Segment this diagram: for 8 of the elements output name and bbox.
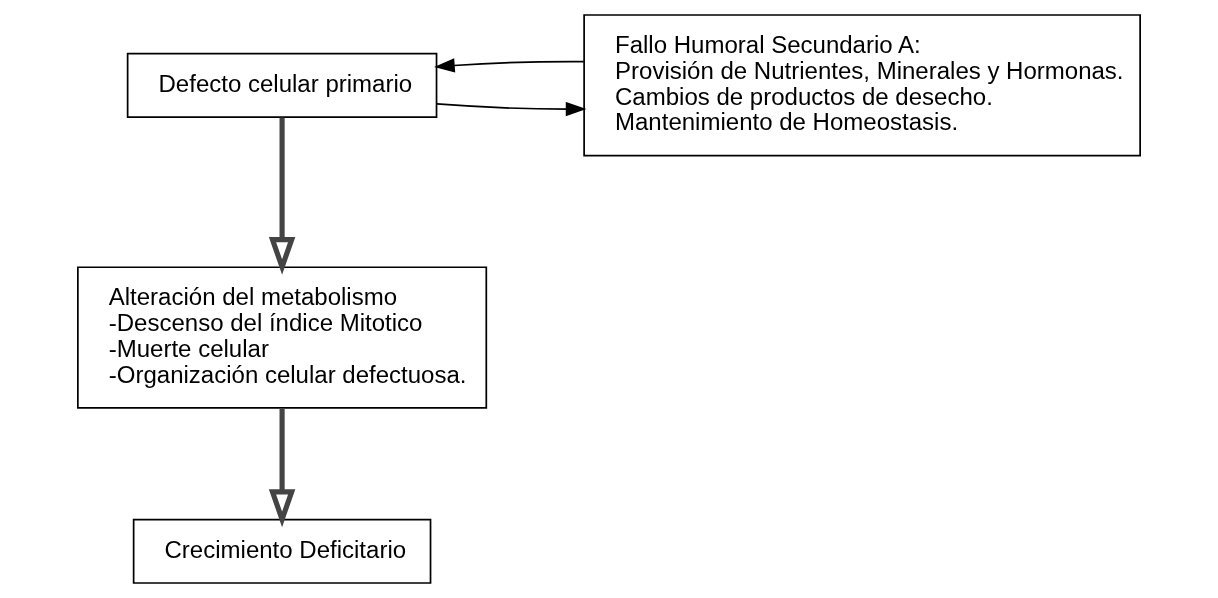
arrow [268, 408, 296, 528]
node-box: Defecto celular primario [126, 52, 438, 118]
arrow [435, 101, 587, 117]
arrow [268, 117, 296, 275]
node-box: Crecimiento Deficitario [132, 518, 432, 584]
node-box: Fallo Humoral Secundario A: Provisión de Nutrientes, Minerales y Hormonas. Cambios de productos de desecho. Mantenimiento de Homeostasis. [583, 14, 1141, 157]
node-box: Alteración del metabolismo -Descenso del índice Mitotico -Muerte celular -Organización celular defectuosa. [77, 266, 488, 409]
arrow [434, 58, 585, 73]
